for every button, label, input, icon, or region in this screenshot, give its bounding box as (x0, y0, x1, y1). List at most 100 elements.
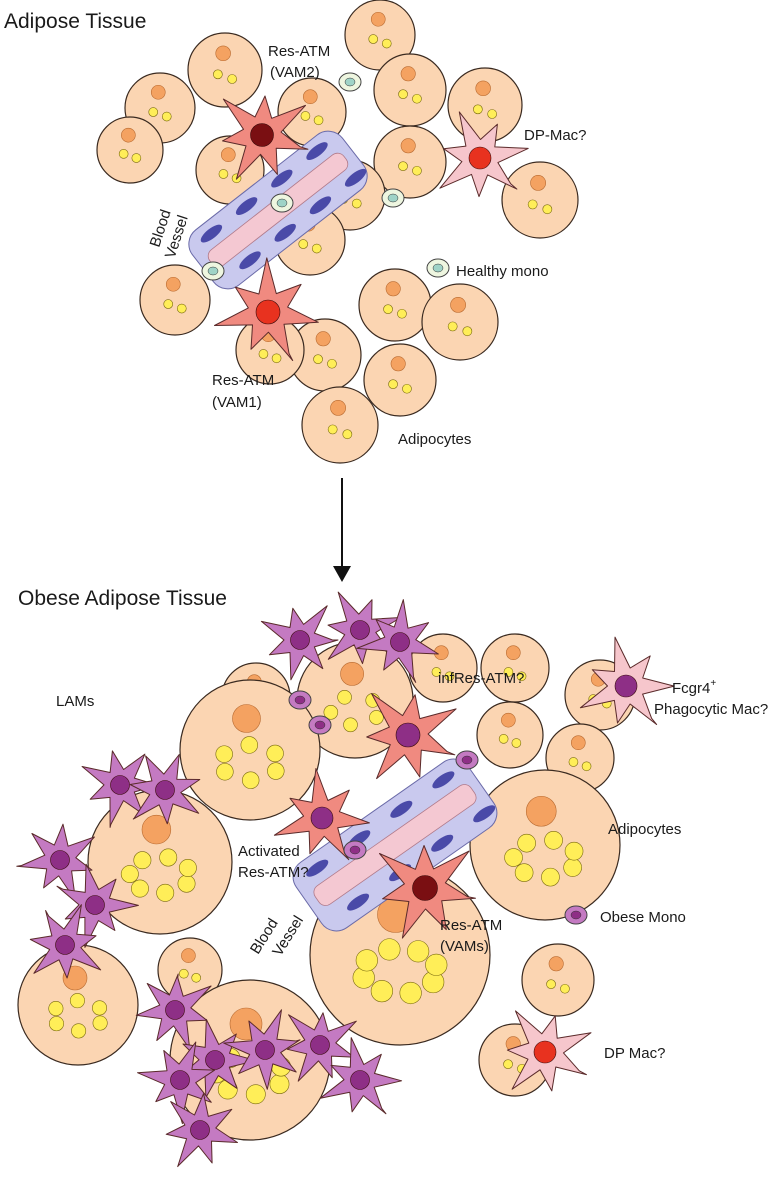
healthy-adipocyte (373, 53, 447, 127)
healthy-adipocyte (288, 318, 362, 392)
label-blood-vessel-obese-line2: Vessel (269, 913, 307, 959)
lam-cell (129, 754, 201, 825)
endothelial-nucleus (271, 169, 293, 188)
lipid-droplet (148, 107, 159, 117)
obese-immune-cells (16, 591, 675, 1168)
lipid-droplet (444, 671, 455, 682)
lipid-droplet (407, 940, 430, 963)
lipid-droplet (425, 953, 448, 976)
label-adipocytes-obese: Adipocytes (608, 821, 681, 838)
lipid-droplet (378, 938, 401, 961)
lipid-droplet (368, 34, 379, 44)
lipid-droplet (245, 1084, 266, 1105)
lipid-droplet (156, 883, 175, 902)
adipocyte-nucleus (165, 276, 181, 292)
endothelial-nucleus (274, 223, 296, 242)
lam-cell-nucleus (390, 632, 410, 652)
label-res-atm-vams-sub: (VAMs) (440, 938, 489, 955)
lipid-droplet (120, 865, 139, 883)
adipocyte-membrane (476, 701, 544, 769)
lipid-droplet (161, 111, 172, 122)
obese-adipocyte (87, 789, 233, 935)
lipid-droplet (516, 671, 527, 682)
lipid-droplet (381, 38, 392, 49)
healthy-adipocyte (358, 268, 432, 342)
obese-vessel-lumen (313, 784, 477, 906)
lipid-droplet (215, 745, 233, 763)
adipocyte-membrane (363, 343, 437, 417)
healthy-monocyte-nucleus (344, 77, 356, 87)
label-res-atm-vams: Res-ATM (440, 917, 502, 934)
obese-adipocyte (469, 769, 621, 921)
adipocyte-nucleus (141, 814, 172, 845)
lipid-droplet (581, 761, 592, 772)
activated-res-atm-cell (273, 768, 370, 861)
lipid-droplet (327, 424, 338, 435)
lipid-droplet (355, 949, 378, 972)
adipocyte-nucleus (400, 138, 416, 154)
adipocyte-nucleus (505, 645, 521, 661)
adipocyte-nucleus (501, 712, 516, 728)
lam-cell-nucleus (310, 1035, 330, 1055)
lipid-droplet (402, 383, 412, 394)
label-res-atm-vam2-sub: (VAM2) (270, 64, 320, 81)
obese-monocyte (288, 690, 312, 710)
label-dp-mac: DP-Mac? (524, 127, 587, 144)
lam-cell-nucleus (165, 1000, 185, 1020)
label-infres-atm: infRes-ATM? (438, 670, 524, 687)
endothelial-nucleus (306, 859, 329, 877)
obese-title: Obese Adipose Tissue (18, 587, 227, 610)
lipid-droplet (343, 717, 358, 733)
lam-cell-nucleus (255, 1040, 275, 1060)
label-obese-mono: Obese Mono (600, 909, 686, 926)
lipid-droplet (544, 831, 563, 850)
label-fcgr4: Fcgr4+ (672, 678, 716, 697)
lipid-droplet (412, 165, 422, 176)
lipid-droplet (511, 738, 522, 748)
dp-mac-obese-cell (506, 1010, 592, 1092)
lipid-droplet (298, 239, 309, 249)
dp-mac-obese-cell-nucleus (533, 1040, 557, 1064)
label-phagocytic-mac: Phagocytic Mac? (654, 701, 768, 718)
lam-cell-nucleus (190, 1120, 210, 1140)
lam-cell (356, 599, 439, 683)
dp-mac-cell (439, 111, 529, 198)
lipid-droplet (503, 667, 514, 677)
lipid-droplet (311, 243, 322, 254)
label-dp-mac-obese: DP Mac? (604, 1045, 665, 1062)
lam-cell (260, 605, 339, 681)
lipid-droplet (337, 689, 352, 705)
res-atm-vams-cell (379, 845, 476, 939)
adipocyte-nucleus (548, 956, 564, 972)
adipocyte-nucleus (315, 331, 331, 347)
lam-cell (319, 1037, 403, 1115)
obese-monocyte-nucleus (294, 695, 306, 705)
lipid-droplet (48, 1001, 64, 1017)
res-atm-vam1-cell-nucleus (255, 299, 281, 325)
lipid-droplet (527, 199, 538, 210)
lipid-droplet (541, 867, 560, 887)
lipid-droplet (258, 349, 269, 359)
dp-mac-cell-nucleus (468, 146, 492, 170)
obese-vessel-group (292, 758, 498, 932)
adipocyte-nucleus (475, 80, 491, 97)
lam-cell-nucleus (170, 1070, 190, 1090)
lipid-droplet (560, 983, 570, 994)
lam-cell-nucleus (350, 1070, 370, 1090)
obese-adipocyte (476, 701, 544, 769)
lipid-droplet (163, 299, 174, 309)
lipid-droplet (178, 858, 197, 877)
healthy-title: Adipose Tissue (4, 10, 146, 33)
endothelial-nucleus (432, 771, 455, 789)
lam-cell (223, 1009, 301, 1090)
adipocyte-membrane (301, 386, 379, 464)
adipocyte-membrane (139, 264, 211, 336)
adipocyte-nucleus (370, 11, 386, 27)
label-blood-vessel-obese: Blood Vessel (247, 913, 307, 959)
obese-adipocyte (17, 944, 139, 1066)
healthy-monocyte (338, 72, 362, 92)
lipid-droplet (216, 763, 234, 781)
endothelial-nucleus (306, 142, 328, 161)
lipid-droplet (159, 848, 178, 867)
